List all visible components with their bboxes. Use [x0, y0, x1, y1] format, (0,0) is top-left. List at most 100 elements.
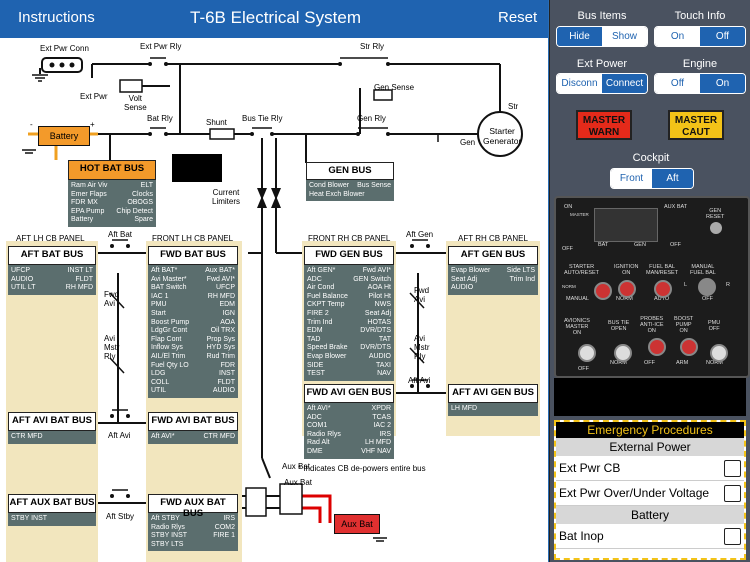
aft-avi-gen-bus[interactable]: AFT AVI GEN BUS LH MFD [448, 384, 538, 416]
master-warn-button[interactable]: MASTER WARN [576, 110, 632, 140]
cb-row[interactable]: STBY LTS [151, 541, 235, 550]
starter-switch[interactable] [594, 282, 612, 300]
emergency-item-bat-inop[interactable]: Bat Inop [556, 524, 744, 549]
bus-items-hide[interactable]: Hide [557, 27, 602, 46]
master-caut-button[interactable]: MASTER CAUT [668, 110, 724, 140]
touch-info-on[interactable]: On [655, 27, 700, 46]
pmu-switch[interactable] [710, 344, 728, 362]
instructions-button[interactable]: Instructions [18, 9, 95, 26]
cb-row[interactable]: CTR MFD [11, 433, 93, 442]
cb-row[interactable]: AUDIO [451, 284, 535, 293]
manual-fuel-bal-knob[interactable] [698, 278, 716, 296]
cockpit-toggle[interactable]: Front Aft [610, 168, 694, 189]
cb-row[interactable]: LH MFD [451, 405, 535, 414]
cockpit-front[interactable]: Front [611, 169, 652, 188]
master-switch-guard[interactable] [594, 208, 658, 242]
engine-toggle[interactable]: Off On [654, 73, 746, 94]
reset-button[interactable]: Reset [498, 9, 538, 26]
cb-row[interactable]: STBY INST [11, 515, 93, 524]
engine-on[interactable]: On [700, 74, 745, 93]
boost-pump-switch[interactable] [680, 338, 698, 356]
touch-info-toggle[interactable]: On Off [654, 26, 746, 47]
bus-items-toggle[interactable]: Hide Show [556, 26, 648, 47]
emergency-item-ext-pwr-cb[interactable]: Ext Pwr CB [556, 456, 744, 481]
ignition-switch[interactable] [618, 280, 636, 298]
probes-switch[interactable] [648, 338, 666, 356]
checkbox[interactable] [724, 484, 741, 502]
cb-row[interactable]: Aft BAT*Aux BAT* [151, 267, 235, 276]
cockpit-aft[interactable]: Aft [652, 169, 693, 188]
cb-row[interactable]: Aft GEN*Fwd AVI* [307, 267, 391, 276]
cb-row[interactable]: Heat Exch Blower [309, 191, 391, 200]
fuel-bal-switch[interactable] [654, 280, 672, 298]
battery[interactable]: Battery [38, 126, 90, 146]
touch-info-off[interactable]: Off [700, 27, 745, 46]
ext-power-connect[interactable]: Connect [602, 74, 647, 93]
bus-items-show[interactable]: Show [602, 27, 647, 46]
checkbox[interactable] [724, 527, 741, 545]
aft-aux-bat-bus[interactable]: AFT AUX BAT BUS STBY INST [8, 494, 96, 526]
aft-avi-bat-bus[interactable]: AFT AVI BAT BUS CTR MFD [8, 412, 96, 444]
aux-battery[interactable]: Aux Bat [334, 514, 380, 534]
cb-row[interactable]: Aft AVI*XPDR [307, 405, 391, 414]
engine-off[interactable]: Off [655, 74, 700, 93]
emergency-item-ext-pwr-voltage[interactable]: Ext Pwr Over/Under Voltage [556, 481, 744, 506]
gen-reset-button[interactable] [710, 222, 722, 234]
ext-power-disconn[interactable]: Disconn [557, 74, 602, 93]
bus-tie-switch[interactable] [614, 344, 632, 362]
ext-power-toggle[interactable]: Disconn Connect [556, 73, 648, 94]
fwd-avi-bat-bus[interactable]: FWD AVI BAT BUS Aft AVI*CTR MFD [148, 412, 238, 444]
fwd-bat-bus[interactable]: FWD BAT BUS Aft BAT*Aux BAT*Avi Master*F… [148, 246, 238, 398]
checkbox[interactable] [724, 459, 741, 477]
cb-row[interactable]: Avi Master*Fwd AVI* [151, 276, 235, 285]
